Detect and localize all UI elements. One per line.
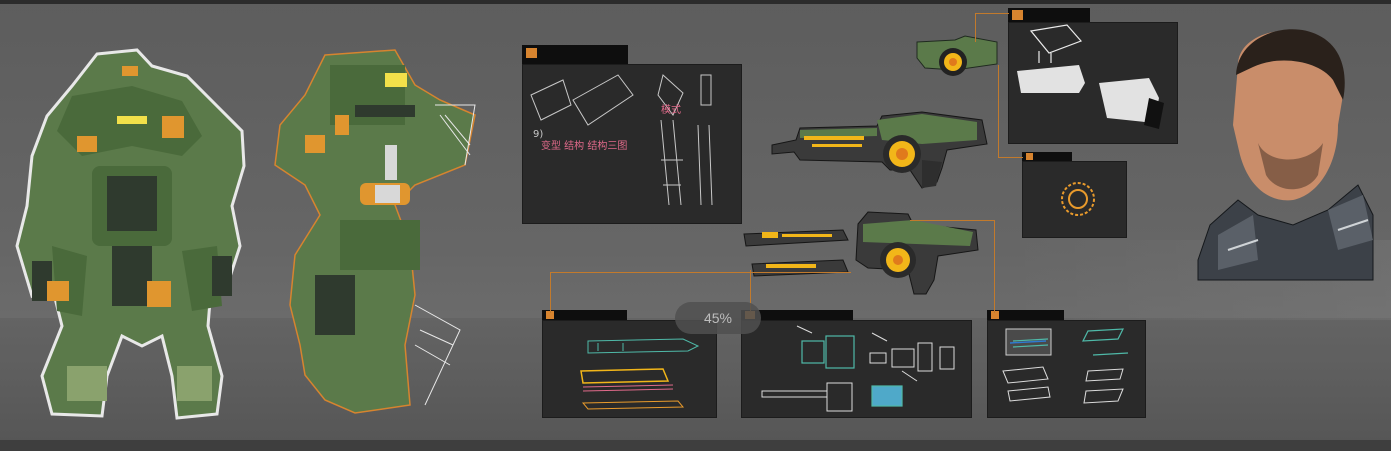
ring-detail-panel[interactable] (1022, 161, 1127, 238)
parts-exploded-panel[interactable] (741, 320, 972, 418)
sketch-panel[interactable]: 9) 变型 结构 结构三图 模式 (522, 64, 742, 224)
sketch-note-3: 模式 (661, 103, 681, 116)
ring-panel-tab (1022, 152, 1072, 161)
scope-part-icon (1017, 24, 1164, 129)
component-panel-tab (1008, 8, 1090, 22)
tab-marker-icon (526, 48, 537, 58)
component-panel[interactable] (1008, 22, 1178, 144)
barrel-lines-icon (580, 338, 700, 410)
sketch-note-2: 变型 结构 结构三图 (541, 139, 627, 152)
lens-ring-icon (1061, 182, 1095, 216)
leader-line (550, 272, 851, 313)
rifle-main-icon (771, 111, 988, 189)
leader-line (910, 220, 995, 313)
leader-line (998, 65, 1023, 158)
top-border (0, 0, 1391, 4)
mech-front-icon (15, 48, 246, 420)
bottom-border (0, 440, 1391, 451)
sketch-panel-tab (522, 45, 628, 64)
mechanism-panel-tab (987, 310, 1064, 320)
rifle-exploded-icon (743, 211, 979, 295)
sketch-note-4: 9) (533, 129, 543, 140)
rifle-top-icon (916, 35, 998, 76)
mechanism-exploded-panel[interactable] (987, 320, 1146, 418)
barrel-exploded-panel[interactable] (542, 320, 717, 418)
mech-cutaway-icon (274, 49, 476, 414)
barrel-panel-tab (542, 310, 627, 320)
mechanism-lines-icon (1002, 328, 1129, 404)
tab-marker-icon (546, 311, 554, 319)
sketch-lines-icon: 9) 变型 结构 结构三图 模式 (530, 74, 713, 206)
tab-marker-icon (1012, 10, 1023, 20)
tab-marker-icon (991, 311, 999, 319)
leader-line (975, 13, 1009, 42)
leader-line (750, 270, 752, 312)
tab-marker-icon (1026, 153, 1033, 160)
pilot-portrait-icon (1197, 29, 1374, 281)
parts-lines-icon (761, 325, 955, 412)
zoom-level-indicator[interactable]: 45% (675, 302, 761, 334)
